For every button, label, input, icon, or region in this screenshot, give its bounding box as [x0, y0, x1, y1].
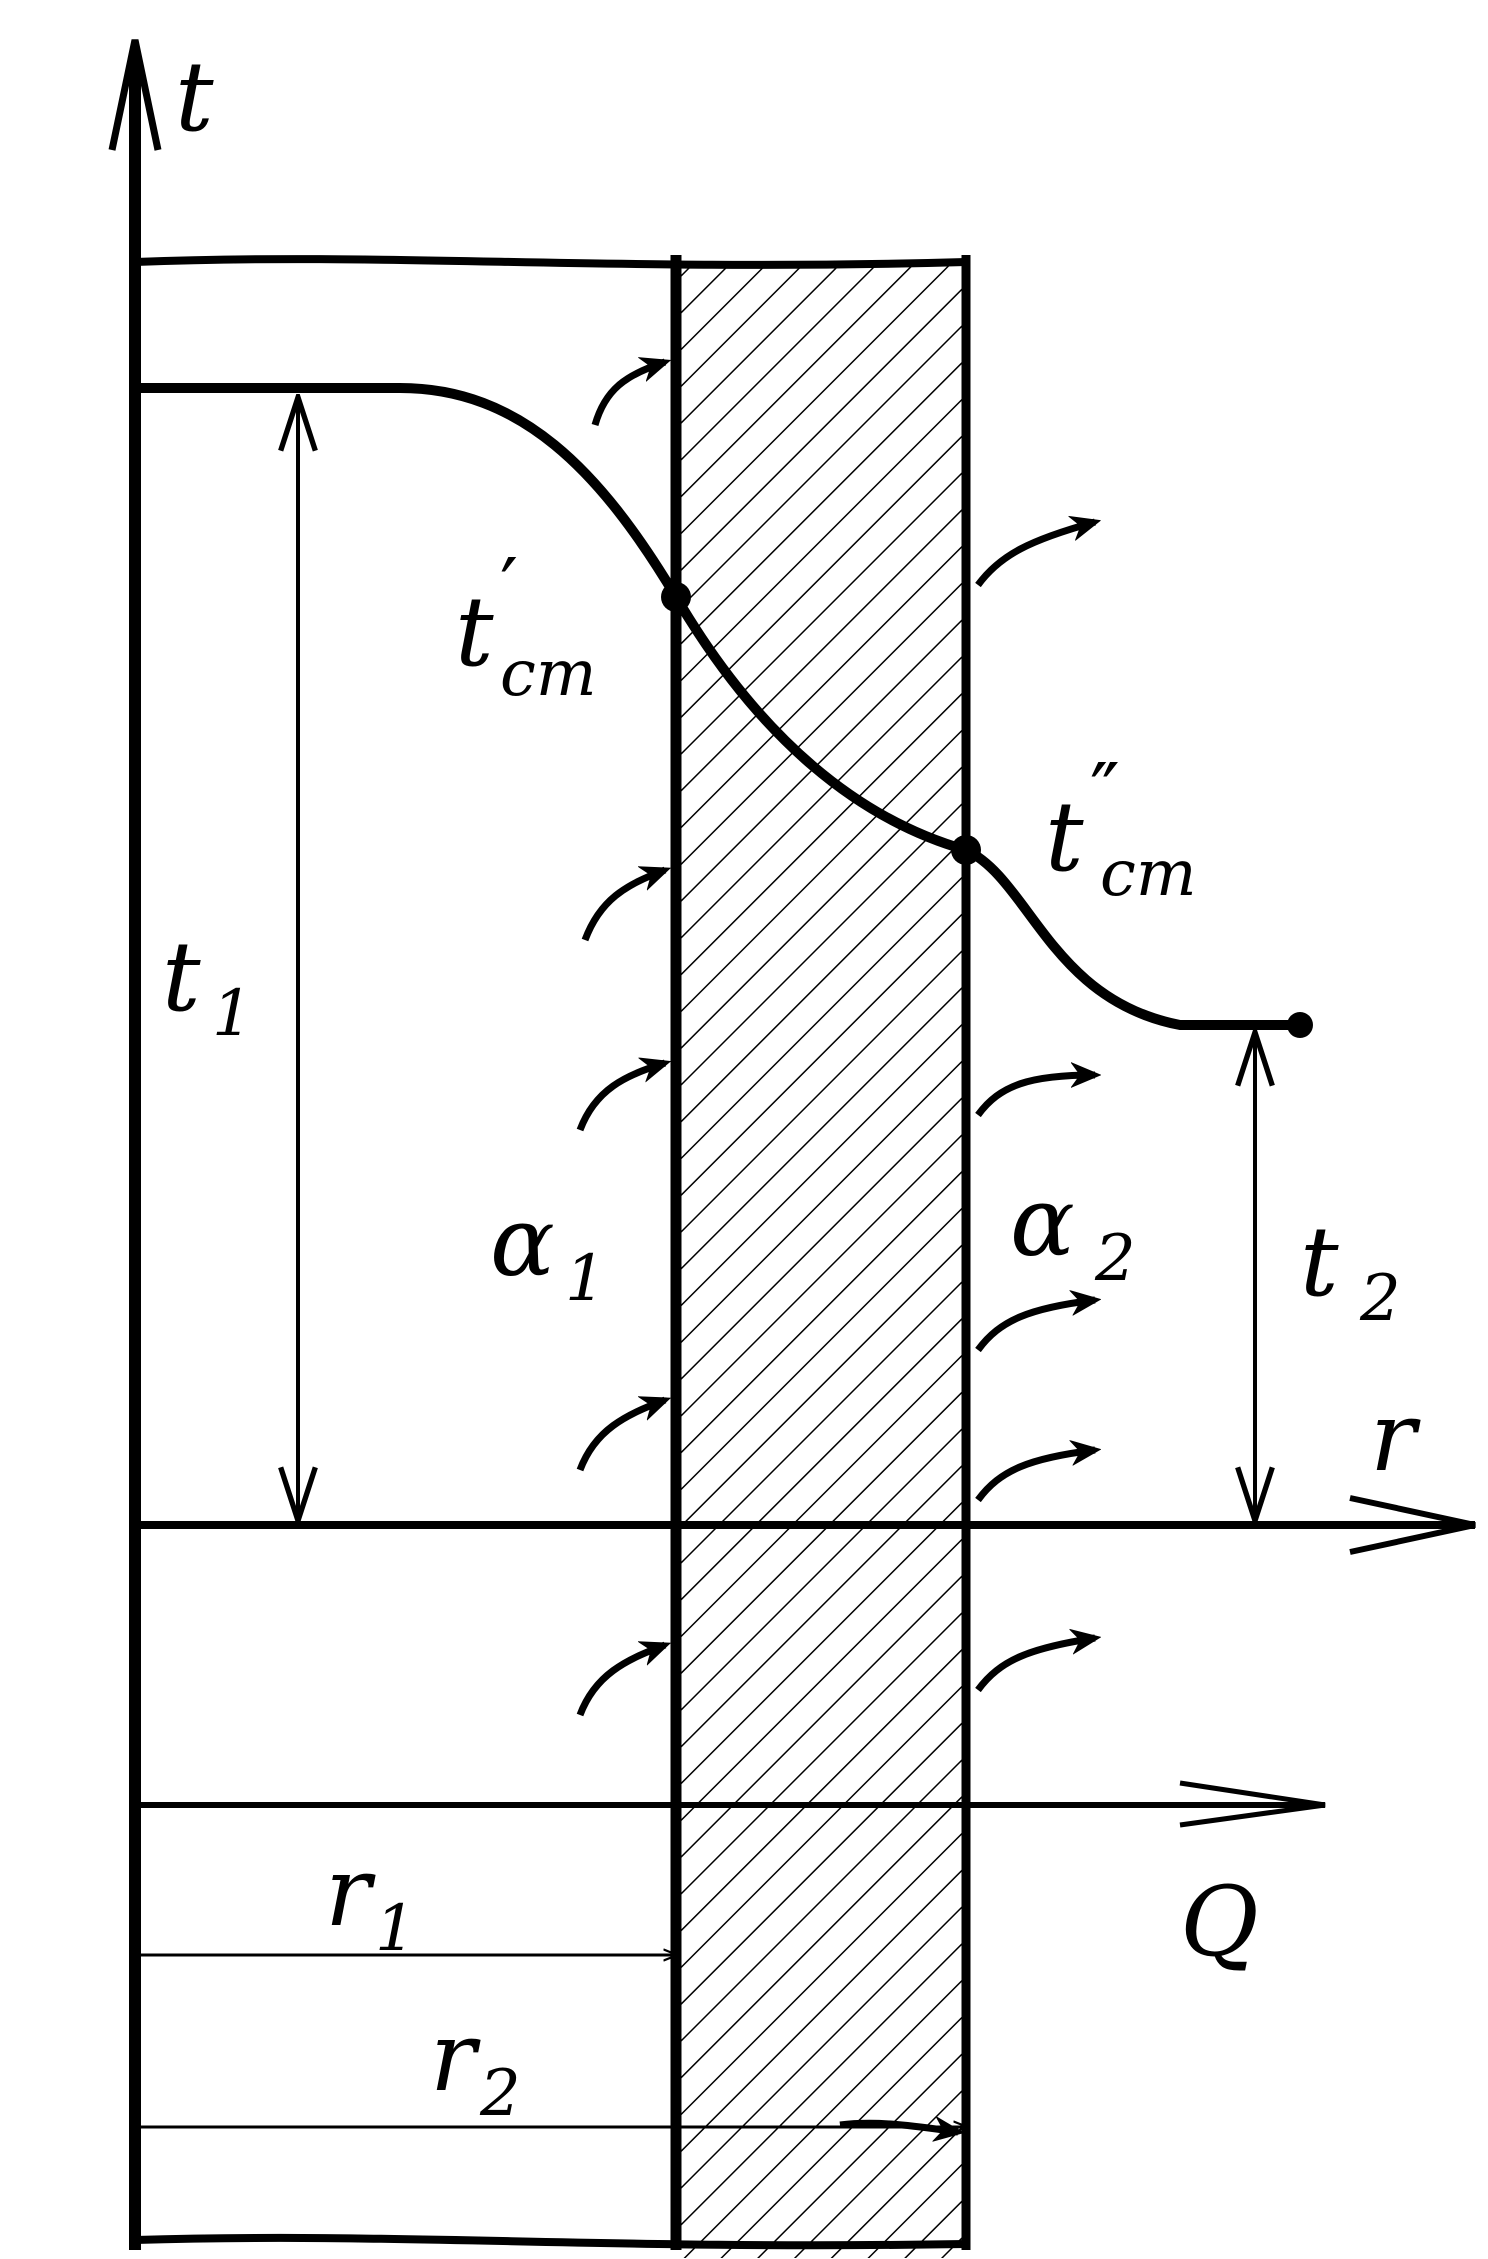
- svg-text:1: 1: [212, 977, 253, 1051]
- heat-flux-label: Q: [1180, 1866, 1259, 1978]
- q-arrowhead: [1179, 1780, 1326, 1828]
- heat-flow-arrow: [591, 362, 665, 426]
- temperature-curve: [130, 383, 1305, 1030]
- r2-label: r 2: [430, 2001, 521, 2131]
- r-axis-label: r: [1370, 1381, 1421, 1493]
- svg-text:t: t: [1300, 1206, 1339, 1318]
- heat-flow-arrow: [839, 2123, 958, 2132]
- svg-text:r: r: [430, 2001, 481, 2113]
- svg-text:2: 2: [479, 2057, 521, 2131]
- svg-text:t: t: [455, 576, 494, 688]
- svg-text:2: 2: [1094, 1222, 1136, 1296]
- svg-text:α: α: [490, 1186, 555, 1298]
- svg-text:r: r: [325, 1836, 376, 1948]
- alpha1-label: α 1: [490, 1186, 606, 1316]
- svg-text:1: 1: [375, 1892, 416, 1966]
- svg-text:1: 1: [565, 1242, 606, 1316]
- top-break-line: [134, 255, 967, 269]
- heat-flow-arrow: [975, 1075, 1095, 1118]
- wall-temp-inner-label: t ′ ст: [455, 541, 597, 711]
- t-axis-label: t: [175, 41, 214, 153]
- wall-temp-point-outer: [951, 835, 981, 865]
- r1-label: r 1: [325, 1836, 416, 1966]
- heat-flow-arrow: [975, 1638, 1095, 1693]
- wall-temp-point-inner: [661, 582, 691, 612]
- heat-flow-arrows-inner: [576, 362, 665, 1717]
- heat-flow-arrow: [581, 870, 665, 942]
- alpha2-label: α 2: [1010, 1166, 1136, 1296]
- heat-flow-arrow: [576, 1063, 665, 1132]
- t1-label: t 1: [162, 921, 253, 1051]
- heat-flow-arrow: [975, 1300, 1095, 1353]
- svg-text:t: t: [1045, 781, 1084, 893]
- svg-text:2: 2: [1359, 1262, 1401, 1336]
- heat-flow-arrow: [576, 1400, 665, 1472]
- t2-label: t 2: [1300, 1206, 1401, 1336]
- heat-flow-arrow: [576, 1645, 665, 1717]
- svg-text:′: ′: [500, 541, 518, 634]
- heat-flow-arrows-outer: [839, 522, 1095, 2132]
- wall-section: [676, 262, 966, 2258]
- svg-text:ст: ст: [500, 637, 597, 711]
- svg-text:t: t: [162, 921, 201, 1033]
- svg-text:″: ″: [1090, 746, 1120, 839]
- r-axis-arrowhead: [1349, 1495, 1476, 1555]
- svg-text:ст: ст: [1100, 837, 1197, 911]
- t-axis-arrowhead: [108, 39, 162, 151]
- svg-text:α: α: [1010, 1166, 1075, 1278]
- fluid2-temp-point: [1287, 1012, 1313, 1038]
- heat-flow-arrow: [975, 1450, 1095, 1503]
- heat-flow-arrow: [975, 522, 1095, 588]
- wall-temp-outer-label: t ″ ст: [1045, 746, 1197, 911]
- bottom-break-line: [134, 2233, 967, 2250]
